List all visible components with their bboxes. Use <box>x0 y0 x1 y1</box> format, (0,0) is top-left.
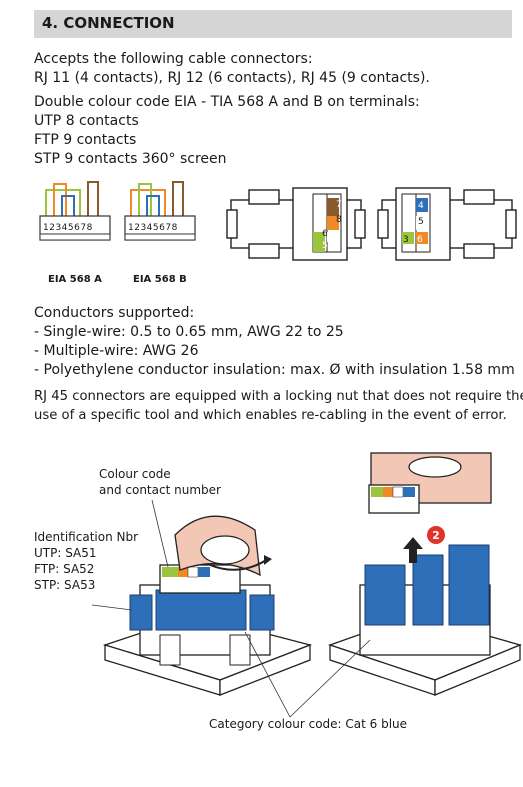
connector-exploded-illustration <box>327 452 522 696</box>
locking-paragraph: RJ 45 connectors are equipped with a loc… <box>34 387 523 425</box>
terminal-marks-right: 4 5 3 6 <box>403 201 424 245</box>
callout-colour-code-line-1: Colour code <box>99 467 171 481</box>
conductors-title: Conductors supported: <box>34 305 195 321</box>
pinout-diagram-568a <box>39 181 111 241</box>
conductors-item-1: - Single-wire: 0.5 to 0.65 mm, AWG 22 to… <box>34 324 344 340</box>
caption-568b: EIA 568 B <box>133 274 187 285</box>
mark-right-1: 4 <box>418 201 424 211</box>
intro-paragraph: Accepts the following cable connectors: … <box>34 50 430 88</box>
callout-category: Category colour code: Cat 6 blue <box>209 717 408 731</box>
callout-ident-line-1: Identification Nbr <box>34 530 139 544</box>
intro-line-1: Accepts the following cable connectors: <box>34 51 313 67</box>
colour-code-line-3: FTP 9 contacts <box>34 132 137 148</box>
conductors-item-3: - Polyethylene conductor insulation: max… <box>34 362 515 378</box>
mark-right-4: 6 <box>417 235 423 245</box>
colour-code-line-2: UTP 8 contacts <box>34 113 139 129</box>
intro-line-2: RJ 11 (4 contacts), RJ 12 (6 contacts), … <box>34 70 430 86</box>
caption-568a: EIA 568 A <box>48 274 102 285</box>
pinout-diagram-568b <box>124 181 196 241</box>
colour-code-line-1: Double colour code EIA - TIA 568 A and B… <box>34 94 420 110</box>
section-header: 4. CONNECTION <box>34 10 512 38</box>
mark-left-4: 5 <box>322 241 328 251</box>
terminal-block-left <box>226 187 366 261</box>
mark-left-1: 7 <box>336 200 342 210</box>
mark-right-2: 5 <box>418 217 424 227</box>
colour-code-paragraph: Double colour code EIA - TIA 568 A and B… <box>34 93 420 169</box>
callout-ident-line-3: FTP: SA52 <box>34 562 95 576</box>
section-title: 4. CONNECTION <box>42 14 175 32</box>
callout-ident-line-4: STP: SA53 <box>34 578 96 592</box>
locking-line-2: use of a specific tool and which enables… <box>34 408 507 423</box>
callout-identification: Identification Nbr UTP: SA51 FTP: SA52 S… <box>34 529 138 593</box>
step-badge: 2 <box>427 526 445 544</box>
pins-568a: 12345678 <box>43 223 93 233</box>
mark-left-3: 6 <box>322 229 328 239</box>
step-number: 2 <box>432 529 440 542</box>
conductors-paragraph: Conductors supported: - Single-wire: 0.5… <box>34 304 515 380</box>
callout-colour-code-line-2: and contact number <box>99 483 221 497</box>
pins-568b: 12345678 <box>128 223 178 233</box>
mark-left-2: 8 <box>336 215 342 225</box>
callout-ident-line-2: UTP: SA51 <box>34 546 97 560</box>
colour-code-line-4: STP 9 contacts 360° screen <box>34 151 227 167</box>
terminal-block-right <box>377 187 517 261</box>
conductors-item-2: - Multiple-wire: AWG 26 <box>34 343 199 359</box>
callout-colour-code: Colour code and contact number <box>99 466 221 498</box>
locking-line-1: RJ 45 connectors are equipped with a loc… <box>34 389 523 404</box>
connector-assembled-illustration <box>102 515 313 696</box>
mark-right-3: 3 <box>403 235 409 245</box>
terminal-marks-left: 7 8 6 5 <box>322 200 342 251</box>
